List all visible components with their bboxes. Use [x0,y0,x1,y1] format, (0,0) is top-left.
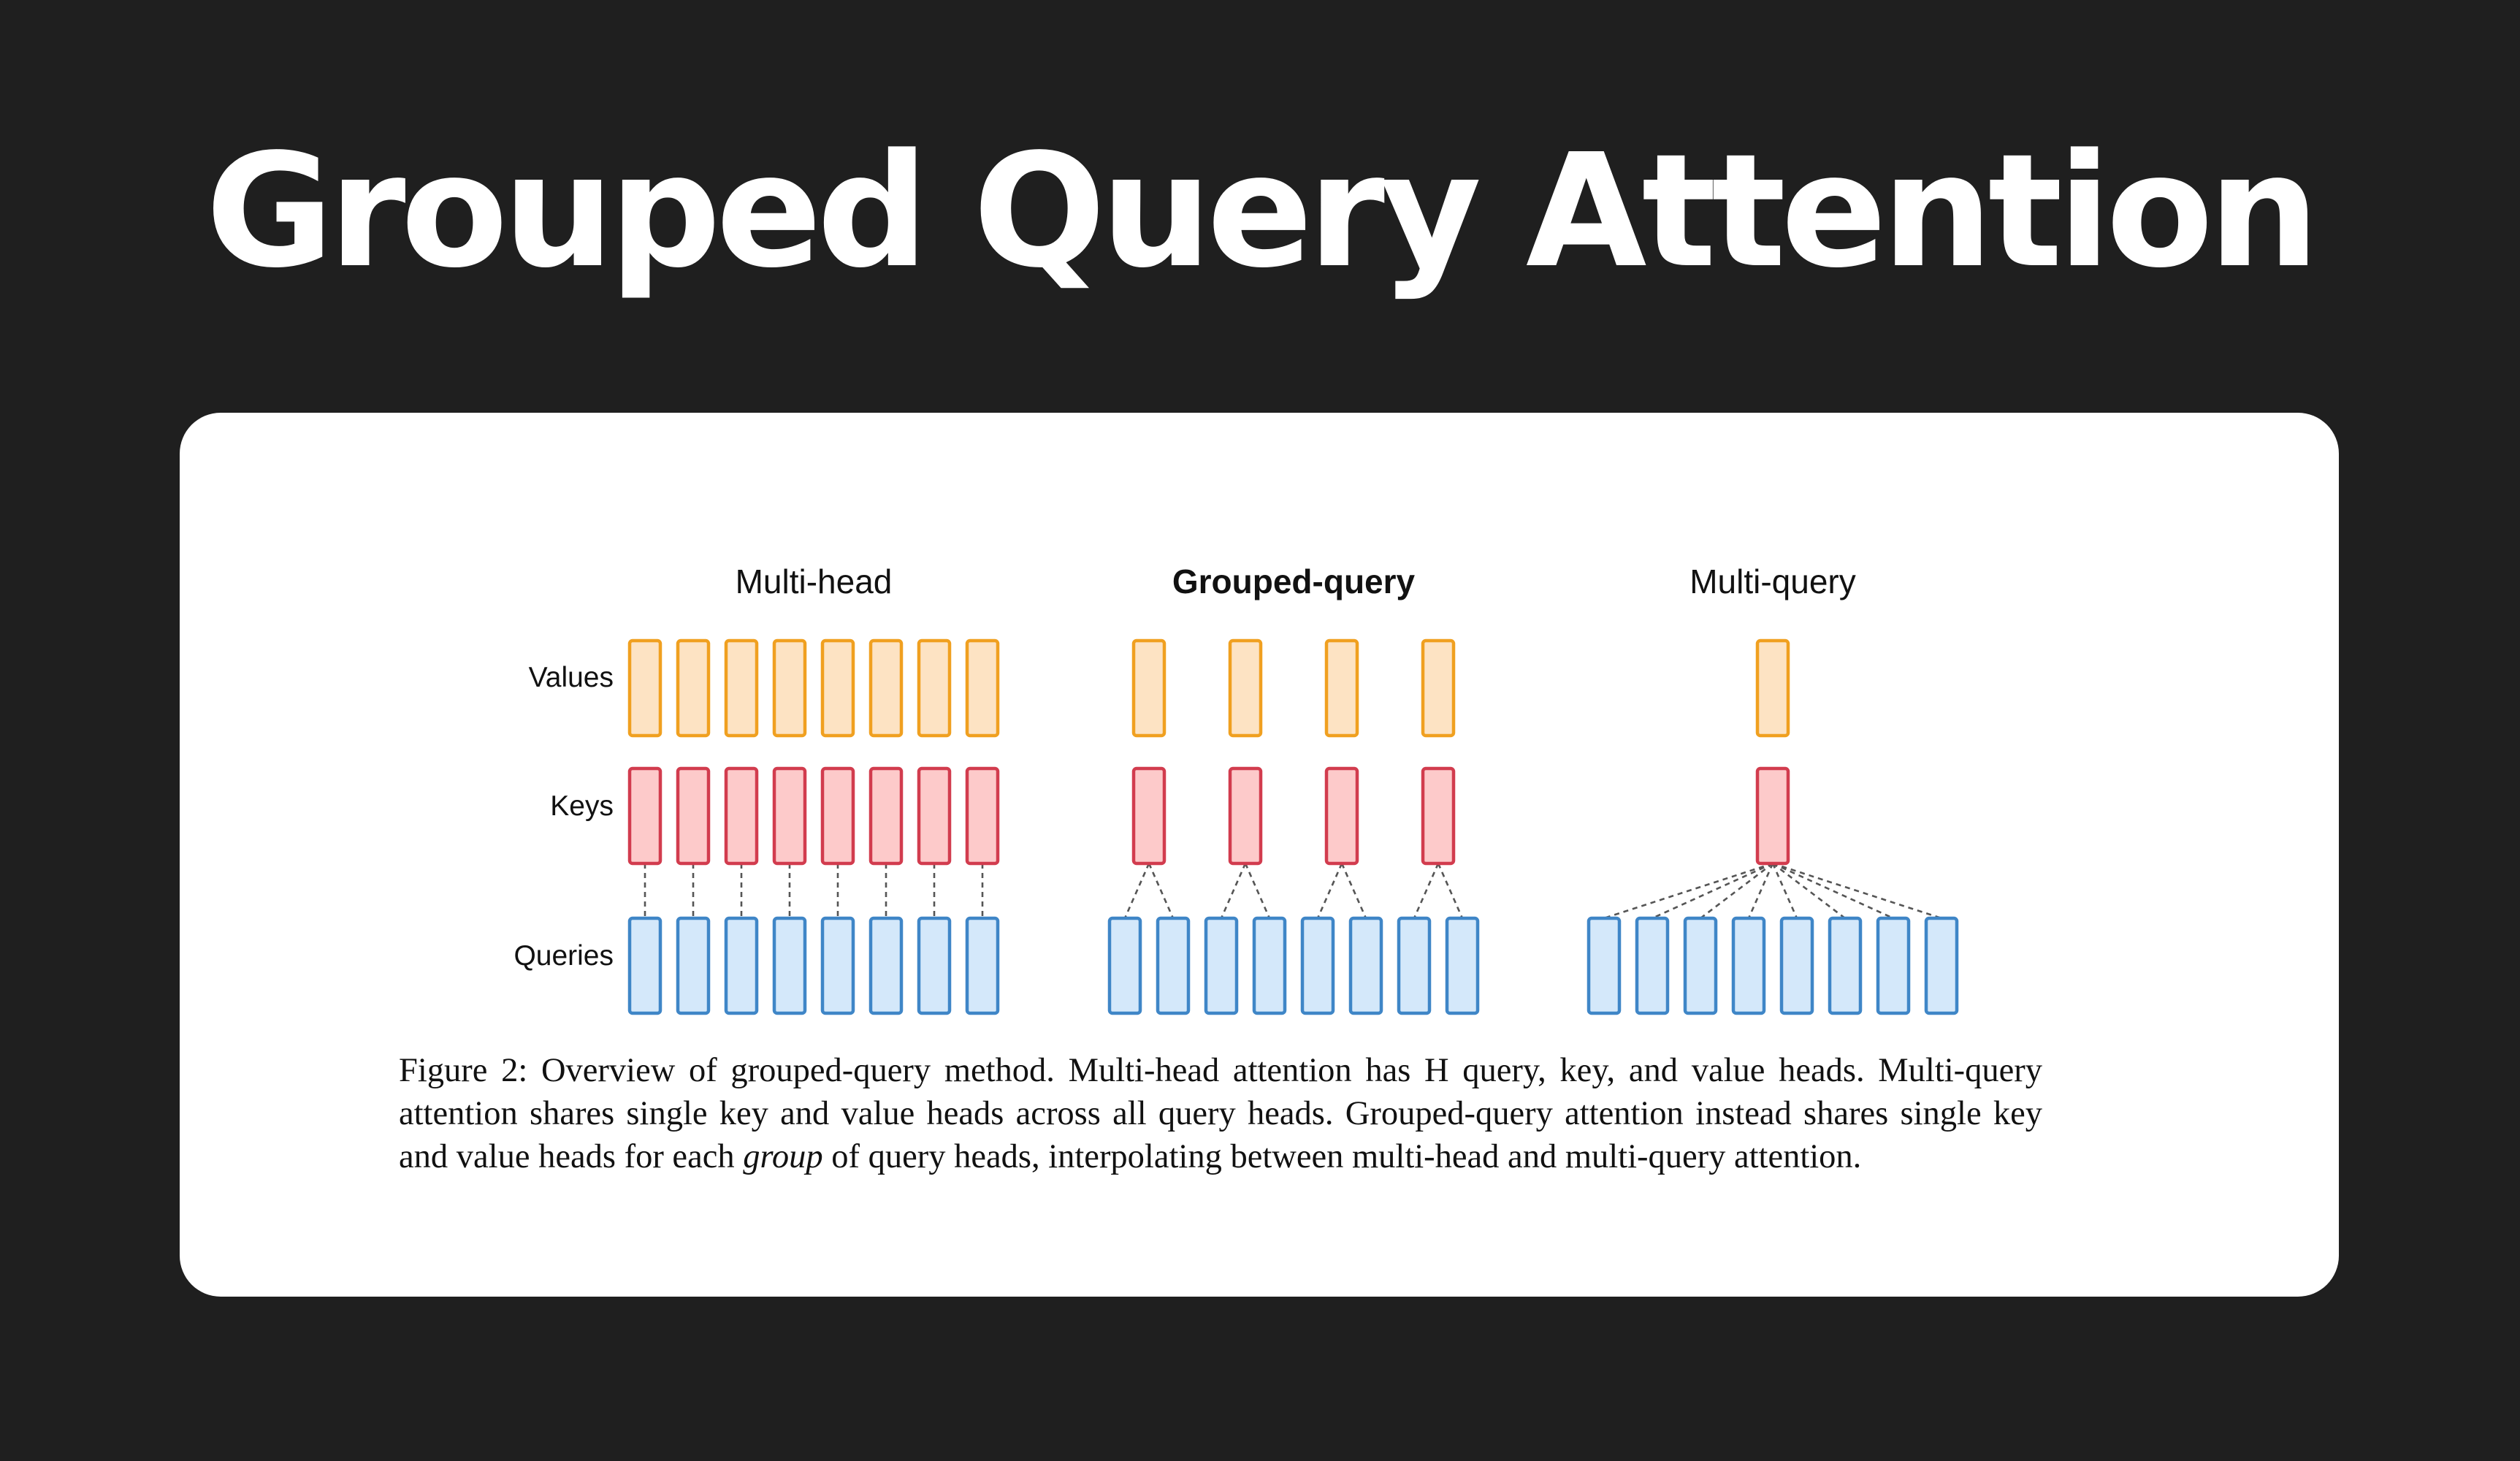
query-head [1587,916,1622,1015]
key-head [1755,766,1790,866]
key-head [820,766,855,866]
connector-line [1220,863,1247,919]
page-title: Grouped Query Attention [205,121,2319,302]
value-head [724,638,759,738]
key-head [1324,766,1359,866]
query-head [1156,916,1191,1015]
value-head [1755,638,1790,738]
panel-title-2: Grouped-query [1172,562,1416,600]
query-head [1683,916,1718,1015]
connector-line [1437,863,1464,919]
key-head [1228,766,1263,866]
connector-line [1316,863,1343,919]
panel-titles: Multi-head Grouped-query Multi-query [736,562,1856,600]
value-head [1421,638,1456,738]
connector-line [1652,862,1773,920]
query-head [1635,916,1670,1015]
connector-line [1244,863,1271,919]
caption-emphasis: group [743,1138,823,1175]
value-head [1324,638,1359,738]
query-head [724,916,759,1015]
key-head [772,766,807,866]
key-head [965,766,1000,866]
key-head [917,766,952,866]
query-head [1348,916,1383,1015]
connector-line [1771,863,1798,919]
connector-line [1747,863,1774,919]
row-label-values: Values [529,662,614,693]
value-head [965,638,1000,738]
connector-line [1772,862,1894,920]
query-head [1828,916,1863,1015]
query-head [1779,916,1814,1015]
connector-line [1413,863,1440,919]
query-head [1252,916,1287,1015]
query-head [1397,916,1432,1015]
key-head [676,766,711,866]
connector-line [1148,863,1175,919]
query-head [676,916,711,1015]
query-head [1731,916,1766,1015]
row-label-queries: Queries [513,940,614,972]
query-head [1876,916,1911,1015]
panel-title-3: Multi-query [1689,562,1856,600]
value-head [917,638,952,738]
value-head [676,638,711,738]
value-head [1131,638,1167,738]
connector-line [1603,862,1773,920]
connector-line [1340,863,1367,919]
query-head [1924,916,1959,1015]
figure-caption: Figure 2: Overview of grouped-query meth… [399,1049,2042,1178]
key-head [724,766,759,866]
caption-text-2: of query heads, interpolating between mu… [822,1138,1862,1175]
query-head [772,916,807,1015]
value-head [772,638,807,738]
value-head [820,638,855,738]
value-head [627,638,663,738]
key-head [868,766,904,866]
query-head [965,916,1000,1015]
query-head [868,916,904,1015]
query-head [1300,916,1335,1015]
query-head [627,916,663,1015]
query-head [917,916,952,1015]
key-head [627,766,663,866]
row-label-keys: Keys [550,790,614,822]
connector-line [1123,863,1150,919]
key-head [1421,766,1456,866]
caption-text-1: Figure 2: Overview of grouped-query meth… [399,1052,2042,1175]
key-head [1131,766,1167,866]
query-head [820,916,855,1015]
connector-line [1772,862,1942,920]
value-head [868,638,904,738]
query-head [1204,916,1239,1015]
panel-title-1: Multi-head [736,562,893,600]
query-head [1445,916,1480,1015]
query-head [1107,916,1142,1015]
heads [627,638,1959,1015]
connectors [644,862,1942,920]
value-head [1228,638,1263,738]
